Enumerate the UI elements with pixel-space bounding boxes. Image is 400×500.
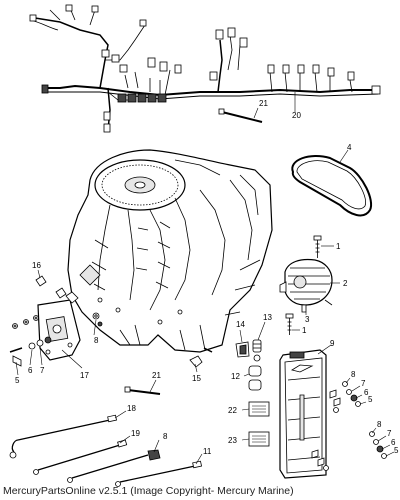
drive-belt <box>291 154 373 217</box>
callout-7b: 7 <box>361 379 366 388</box>
callout-7a: 7 <box>40 366 45 375</box>
callout-14: 16 <box>32 261 41 270</box>
cable-18 <box>67 449 161 483</box>
callout-6a: 6 <box>28 366 33 375</box>
nut-8 <box>92 312 103 327</box>
callout-23: 23 <box>228 436 237 445</box>
callout-labels: 21 20 4 1 2 3 1 16 8 17 7 6 5 14 13 12 1… <box>15 99 399 456</box>
hardware-right-upper <box>329 381 361 413</box>
callout-9: 9 <box>330 339 335 348</box>
cable-16 <box>9 414 118 459</box>
copyright-footer: MercuryPartsOnline v2.5.1 (Image Copyrig… <box>3 485 294 497</box>
callout-3: 3 <box>305 315 310 324</box>
callout-16: 18 <box>127 404 136 413</box>
callout-22: 22 <box>228 406 237 415</box>
bolt-lower <box>285 313 294 335</box>
wiring-harness <box>29 4 381 133</box>
electrical-cover <box>279 349 327 479</box>
grommet-11 <box>252 339 262 362</box>
leader-lines <box>15 92 395 465</box>
alternator <box>279 258 333 306</box>
callout-12: 14 <box>236 320 245 329</box>
hardware-left <box>9 315 52 367</box>
callout-4: 4 <box>347 143 352 152</box>
decal-23 <box>248 431 270 447</box>
callout-5c: 5 <box>394 446 399 455</box>
callout-11: 13 <box>263 313 272 322</box>
callout-8b: 8 <box>351 370 356 379</box>
cable-17 <box>33 439 128 475</box>
callout-20: 20 <box>292 111 301 120</box>
callout-8c: 8 <box>377 420 382 429</box>
callout-8a: 8 <box>94 336 99 345</box>
cable-tie-lower <box>124 386 161 395</box>
bushing-10 <box>248 365 262 391</box>
callout-5b: 5 <box>368 395 373 404</box>
callout-21a: 21 <box>259 99 268 108</box>
callout-6b: 6 <box>364 388 369 397</box>
cable-19 <box>115 460 203 487</box>
callout-19: 11 <box>203 447 212 456</box>
callout-5a: 5 <box>15 376 20 385</box>
callout-18: 8 <box>163 432 168 441</box>
callout-15: 17 <box>80 371 89 380</box>
callout-17: 19 <box>131 429 140 438</box>
callout-2: 2 <box>343 279 348 288</box>
callout-1a: 1 <box>336 242 341 251</box>
clip-13 <box>189 347 213 368</box>
callout-7c: 7 <box>387 429 392 438</box>
bracket-12 <box>235 341 250 358</box>
cable-tie-upper <box>218 108 263 123</box>
mounting-plate <box>37 287 81 361</box>
callout-13: 15 <box>192 374 201 383</box>
spacer-3 <box>301 304 307 313</box>
engine-block <box>67 149 273 353</box>
hardware-right-lower <box>311 431 387 471</box>
bolt-upper <box>313 235 322 258</box>
callout-6c: 6 <box>391 438 396 447</box>
callout-10: 12 <box>231 372 240 381</box>
callout-1b: 1 <box>302 326 307 335</box>
decal-22 <box>248 401 270 417</box>
callout-21b: 21 <box>152 371 161 380</box>
clip-14 <box>35 275 47 287</box>
